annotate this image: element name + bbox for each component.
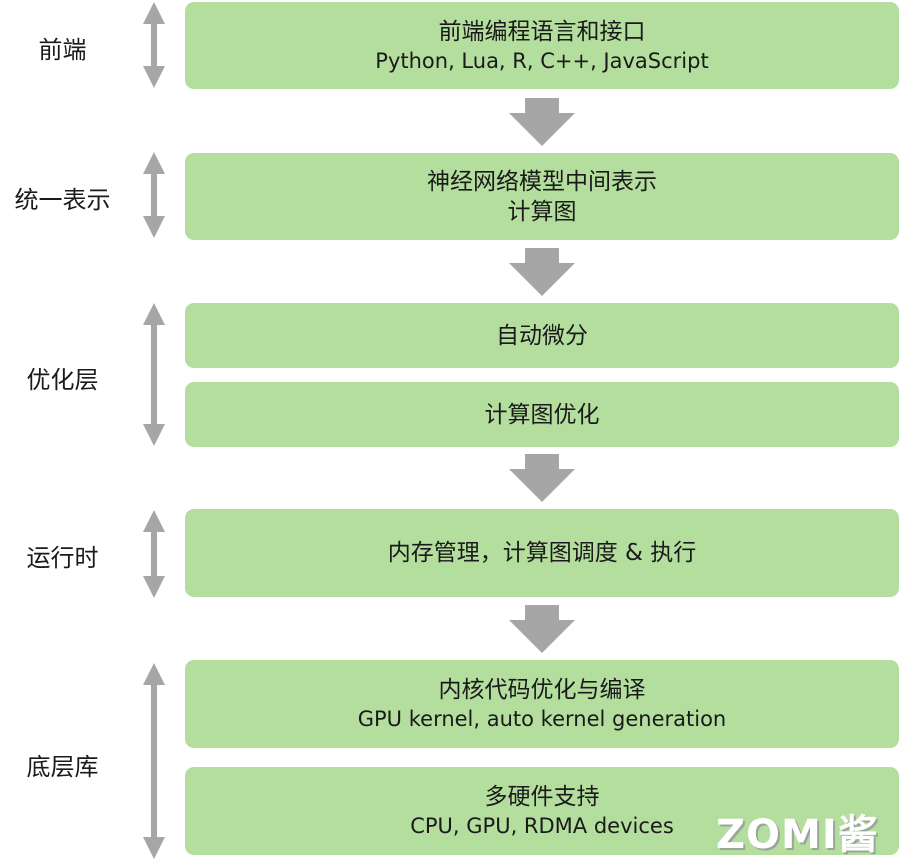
box-autodiff: 自动微分	[185, 303, 899, 368]
double-headed-vertical-arrow-icon	[143, 663, 165, 859]
double-headed-vertical-arrow-icon	[143, 2, 165, 88]
box-subtitle: GPU kernel, auto kernel generation	[357, 707, 727, 731]
layer-label-frontend: 前端	[38, 36, 87, 64]
box-multi-hardware: 多硬件支持 CPU, GPU, RDMA devices	[185, 767, 899, 855]
box-subtitle: CPU, GPU, RDMA devices	[410, 814, 674, 838]
watermark-logo: ZOMI酱	[716, 812, 879, 858]
box-subtitle: Python, Lua, R, C++, JavaScript	[375, 48, 709, 73]
box-title: 自动微分	[496, 322, 588, 349]
box-title: 计算图优化	[484, 401, 600, 428]
box-title: 前端编程语言和接口	[438, 18, 646, 45]
down-arrow-icon	[509, 248, 575, 296]
box-nn-ir: 神经网络模型中间表示 计算图	[185, 153, 899, 240]
box-frontend-languages: 前端编程语言和接口 Python, Lua, R, C++, JavaScrip…	[185, 2, 899, 89]
box-graph-optimization: 计算图优化	[185, 382, 899, 447]
layer-label-low-level-library: 底层库	[26, 753, 99, 781]
layer-label-unified-representation: 统一表示	[14, 186, 111, 214]
layer-label-runtime: 运行时	[26, 544, 99, 572]
box-subtitle: 计算图	[507, 198, 577, 225]
box-title: 内核代码优化与编译	[438, 677, 646, 703]
box-title: 内存管理，计算图调度 & 执行	[387, 540, 697, 566]
down-arrow-icon	[509, 98, 575, 146]
double-headed-vertical-arrow-icon	[143, 510, 165, 598]
down-arrow-icon	[509, 605, 575, 653]
double-headed-vertical-arrow-icon	[143, 303, 165, 446]
box-title: 神经网络模型中间表示	[427, 168, 657, 195]
box-runtime: 内存管理，计算图调度 & 执行	[185, 509, 899, 597]
layer-label-optimization: 优化层	[26, 366, 99, 394]
down-arrow-icon	[509, 454, 575, 502]
box-title: 多硬件支持	[484, 784, 600, 810]
box-kernel-compilation: 内核代码优化与编译 GPU kernel, auto kernel genera…	[185, 660, 899, 748]
double-headed-vertical-arrow-icon	[143, 152, 165, 238]
